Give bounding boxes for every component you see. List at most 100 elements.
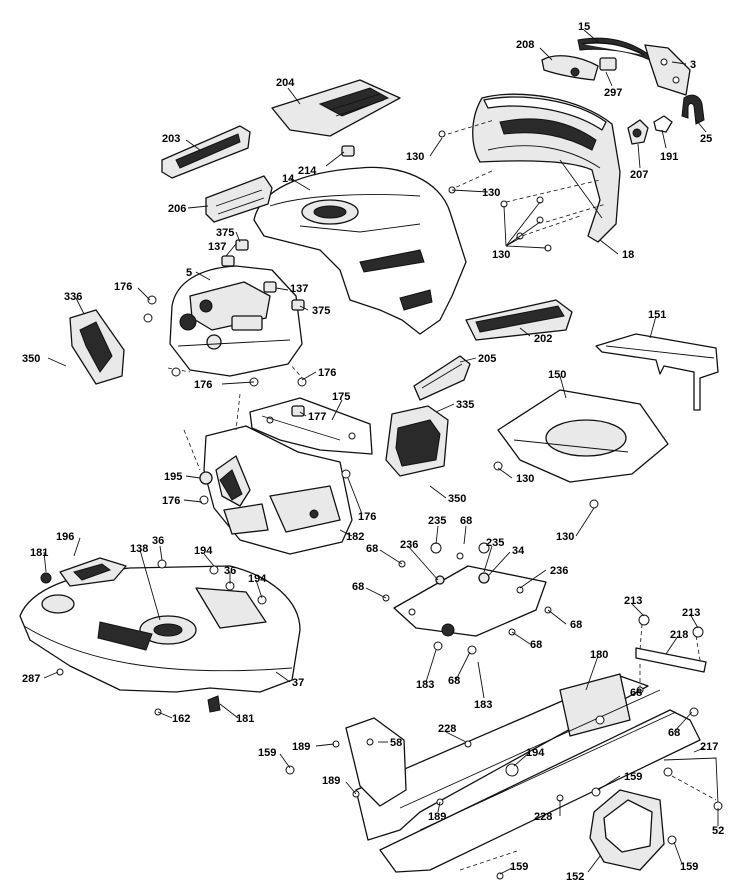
callout-label: 181	[30, 547, 48, 559]
knob-181a	[40, 572, 52, 584]
steering-support-175	[249, 397, 373, 455]
dash-panel-5	[169, 265, 303, 377]
hardware-bolts	[56, 130, 723, 880]
callout-label: 195	[164, 471, 182, 483]
callout-label: 159	[258, 747, 276, 759]
bracket-58	[345, 717, 407, 807]
callout-label: 68	[352, 581, 364, 593]
knob-195	[199, 471, 213, 485]
callout-label: 297	[604, 87, 622, 99]
callout-label: 189	[322, 775, 340, 787]
callout-label: 151	[648, 309, 666, 321]
callout-label: 375	[312, 305, 330, 317]
callout-label: 350	[448, 493, 466, 505]
callout-label: 68	[668, 727, 680, 739]
callout-label: 213	[624, 595, 642, 607]
callout-label: 189	[292, 741, 310, 753]
callout-label: 176	[318, 367, 336, 379]
shift-plate-196	[59, 557, 127, 587]
callout-label: 138	[130, 543, 148, 555]
callout-label: 235	[486, 537, 504, 549]
assembly-lines	[167, 119, 717, 871]
knob-181b	[207, 695, 221, 713]
callout-label: 213	[682, 607, 700, 619]
callout-label: 159	[624, 771, 642, 783]
callout-label: 196	[56, 531, 74, 543]
seal-25	[681, 94, 705, 125]
trim-205	[413, 355, 471, 401]
front-bumper-18	[472, 93, 621, 243]
callout-label: 137	[290, 283, 308, 295]
bulb-191	[653, 115, 673, 133]
callout-label: 177	[308, 411, 326, 423]
callout-label: 68	[630, 687, 642, 699]
callout-label: 176	[194, 379, 212, 391]
callout-label: 68	[448, 675, 460, 687]
callout-label: 37	[292, 677, 304, 689]
callout-label: 182	[346, 531, 364, 543]
callout-label: 150	[548, 369, 566, 381]
callout-label: 162	[172, 713, 190, 725]
callout-label: 159	[510, 861, 528, 873]
rod-217	[663, 757, 719, 805]
callout-label: 15	[578, 21, 590, 33]
headlight-lens-208	[541, 55, 599, 81]
callout-label: 175	[332, 391, 350, 403]
callout-label: 68	[530, 639, 542, 651]
callout-label: 191	[660, 151, 678, 163]
callout-label: 176	[114, 281, 132, 293]
seat-pan-152	[589, 789, 665, 871]
callout-label: 183	[474, 699, 492, 711]
bracket-151	[595, 333, 719, 411]
callout-label: 205	[478, 353, 496, 365]
callout-label: 217	[700, 741, 718, 753]
callout-label: 130	[556, 531, 574, 543]
bracket-218	[635, 647, 707, 673]
callout-label: 130	[516, 473, 534, 485]
callout-label: 236	[550, 565, 568, 577]
light-socket-207	[627, 119, 649, 145]
bracket-3	[644, 44, 691, 96]
callout-label: 214	[298, 165, 317, 177]
callout-label: 207	[630, 169, 648, 181]
callout-label: 235	[428, 515, 446, 527]
callout-label: 130	[406, 151, 424, 163]
callout-label: 206	[168, 203, 186, 215]
callout-label: 137	[208, 241, 226, 253]
side-panel-335	[385, 405, 449, 477]
clip-214	[341, 145, 355, 157]
seat-bracket-137b	[263, 281, 277, 293]
callout-label: 183	[416, 679, 434, 691]
pad-375b	[291, 299, 305, 311]
callout-label: 204	[276, 77, 295, 89]
grille-strip-15	[577, 37, 651, 61]
callout-label: 130	[482, 187, 500, 199]
callout-label: 68	[366, 543, 378, 555]
steering-plate-34	[393, 565, 547, 637]
callout-label: 176	[358, 511, 376, 523]
callout-label: 34	[512, 545, 525, 557]
callout-label: 159	[680, 861, 698, 873]
hood-panel-204	[271, 79, 401, 137]
callout-label: 202	[534, 333, 552, 345]
callout-label: 36	[152, 535, 164, 547]
callout-label: 228	[438, 723, 456, 735]
side-panel-336	[69, 309, 125, 385]
callout-label: 52	[712, 825, 724, 837]
callout-label: 189	[428, 811, 446, 823]
callout-label: 25	[700, 133, 712, 145]
hood-14	[253, 166, 467, 335]
frame-180	[355, 673, 701, 873]
pad-375a	[235, 239, 249, 251]
callout-label: 18	[622, 249, 634, 261]
callout-label: 181	[236, 713, 254, 725]
callout-label: 14	[282, 173, 295, 185]
battery-tray-150	[497, 389, 669, 483]
callout-label: 194	[194, 545, 213, 557]
clip-177	[291, 405, 305, 417]
callout-label: 350	[22, 353, 40, 365]
front-console-182	[203, 425, 353, 555]
callout-label: 130	[492, 249, 510, 261]
callout-label: 194	[248, 573, 267, 585]
